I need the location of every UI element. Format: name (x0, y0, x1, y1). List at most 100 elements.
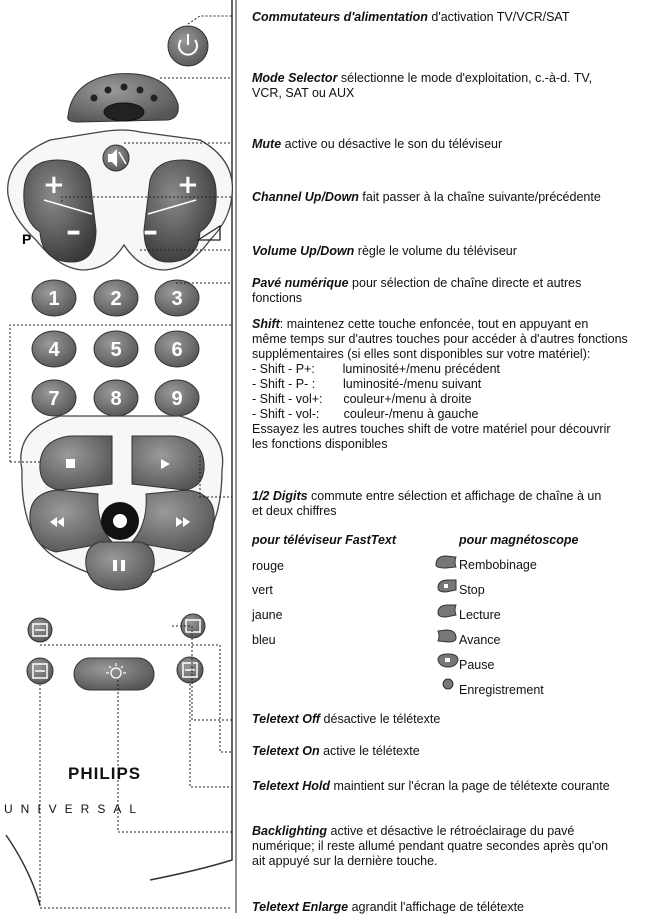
channel-term: Channel Up/Down (252, 190, 359, 204)
record-legend-icon (442, 678, 454, 690)
record-button[interactable] (101, 502, 139, 540)
backlight-text-2: numérique; il reste allumé pendant quatr… (252, 839, 609, 853)
power-description: Commutateurs d'alimentation d'activation… (252, 10, 644, 25)
remote-control-drawing: + – P + – 123456789S0-/-- (5, 0, 237, 913)
keypad-key-label: 4 (48, 339, 60, 361)
keypad-key-6[interactable]: 6 (154, 330, 200, 368)
rewind-icon (50, 517, 64, 527)
teletext-hold-button[interactable] (176, 656, 204, 684)
mode-text-2: VCR, SAT ou AUX (252, 86, 355, 100)
tt-off-text: désactive le télétexte (320, 712, 441, 726)
teletext-hold-icon (182, 662, 198, 678)
tt-hold-text: maintient sur l'écran la page de télétex… (330, 779, 610, 793)
keypad-key-2[interactable]: 2 (93, 279, 139, 317)
power-icon (178, 39, 198, 56)
keypad-key-4[interactable]: 4 (31, 330, 77, 368)
keypad-key-7[interactable]: 7 (31, 379, 77, 417)
keypad-key-1[interactable]: 1 (31, 279, 77, 317)
power-term: Commutateurs d'alimentation (252, 10, 428, 24)
keypad-key-label: 5 (110, 339, 121, 361)
volume-rocker[interactable]: + – (143, 159, 217, 263)
keypad-key-label: 7 (48, 388, 59, 410)
keypad-key-9[interactable]: 9 (154, 379, 200, 417)
vcr-legend-icons (435, 555, 459, 690)
volume-term: Volume Up/Down (252, 244, 355, 258)
pause-icon (113, 560, 117, 571)
numpad-term: Pavé numérique (252, 276, 349, 290)
shift-line: - Shift - vol-: couleur-/menu à gauche (252, 407, 479, 421)
teletext-enlarge-button[interactable] (26, 657, 54, 685)
numpad-text-2: fonctions (252, 291, 303, 305)
stop-icon (66, 459, 75, 468)
tt-off-term: Teletext Off (252, 712, 321, 726)
tv-legend-item: jaune (252, 608, 283, 622)
keypad-key-label: 2 (110, 288, 121, 310)
keypad-key-label: 1 (48, 288, 59, 310)
backlight-description: Backlighting active et désactive le rétr… (252, 824, 644, 869)
play-icon (161, 459, 170, 469)
mode-description: Mode Selector sélectionne le mode d'expl… (252, 71, 644, 101)
channel-minus-label: – (66, 214, 81, 249)
numpad-description: Pavé numérique pour sélection de chaîne … (252, 276, 644, 306)
mute-button[interactable] (102, 144, 130, 172)
keypad-key-3[interactable]: 3 (154, 279, 200, 317)
channel-description: Channel Up/Down fait passer à la chaîne … (252, 190, 644, 205)
digits-term: 1/2 Digits (252, 489, 308, 503)
keypad-key-label: 3 (171, 288, 182, 310)
tv-legend-item: bleu (252, 633, 276, 647)
fast-forward-button[interactable] (131, 489, 215, 553)
shift-line: - Shift - vol+: couleur+/menu à droite (252, 392, 472, 406)
play-button[interactable] (131, 435, 205, 491)
teletext-off-button[interactable] (27, 617, 53, 643)
rewind-legend-icon (435, 555, 457, 569)
mode-text: sélectionne le mode d'exploitation, c.-à… (337, 71, 593, 85)
backlight-button[interactable] (73, 657, 155, 691)
shift-line: supplémentaires (si elles sont disponibl… (252, 347, 591, 361)
teletext-off-icon (32, 623, 48, 637)
keypad-key-label: 6 (171, 339, 182, 361)
backlight-text-3: ait appuyé sur la dernière touche. (252, 854, 438, 868)
tt-on-text: active le télétexte (319, 744, 420, 758)
shift-description: Shift: maintenez cette touche enfoncée, … (252, 317, 644, 452)
brand-subtitle: UNIVERSAL (4, 802, 145, 816)
tv-legend-item: rouge (252, 559, 284, 573)
vcr-legend-item: Pause (459, 658, 495, 672)
tv-legend-title: pour téléviseur FastText (252, 533, 397, 547)
volume-triangle-icon (195, 224, 221, 241)
volume-minus-label: – (143, 214, 158, 249)
power-button[interactable] (167, 25, 209, 67)
mode-term: Mode Selector (252, 71, 338, 85)
shift-line: - Shift - P- : luminosité-/menu suivant (252, 377, 482, 391)
vcr-legend-item: Enregistrement (459, 683, 544, 697)
stop-button[interactable] (39, 435, 113, 491)
teletext-off-description: Teletext Off désactive le télétexte (252, 712, 644, 727)
channel-plus-label: + (43, 170, 65, 200)
vcr-legend-item: Rembobinage (459, 558, 537, 572)
leader-lines (9, 15, 232, 909)
shift-line: - Shift - P+: luminosité+/menu précédent (252, 362, 501, 376)
play-legend-icon (437, 604, 457, 618)
rewind-button[interactable] (29, 489, 113, 553)
shift-line: même temps sur d'autres touches pour acc… (252, 332, 628, 346)
fast-forward-icon (176, 517, 190, 527)
backlight-term: Backlighting (252, 824, 328, 838)
mute-text: active ou désactive le son du téléviseur (281, 137, 503, 151)
shift-line: : maintenez cette touche enfoncée, tout … (279, 317, 589, 331)
keypad-key-5[interactable]: 5 (93, 330, 139, 368)
mute-icon (108, 149, 117, 167)
channel-rocker[interactable]: + – (23, 159, 97, 263)
pause-button[interactable] (85, 541, 155, 591)
tt-enlarge-text: agrandit l'affichage de télétexte (348, 900, 525, 914)
mode-selector[interactable] (67, 73, 179, 123)
power-text: d'activation TV/VCR/SAT (427, 10, 570, 24)
digits-text-2: et deux chiffres (252, 504, 337, 518)
tt-enlarge-term: Teletext Enlarge (252, 900, 349, 914)
teletext-enlarge-description: Teletext Enlarge agrandit l'affichage de… (252, 900, 644, 915)
keypad-key-8[interactable]: 8 (93, 379, 139, 417)
digits-description: 1/2 Digits commute entre sélection et af… (252, 489, 644, 519)
vcr-legend-item: Avance (459, 633, 501, 647)
volume-plus-label: + (177, 170, 199, 200)
tt-hold-term: Teletext Hold (252, 779, 331, 793)
teletext-hold-description: Teletext Hold maintient sur l'écran la p… (252, 779, 644, 794)
volume-description: Volume Up/Down règle le volume du télévi… (252, 244, 644, 259)
